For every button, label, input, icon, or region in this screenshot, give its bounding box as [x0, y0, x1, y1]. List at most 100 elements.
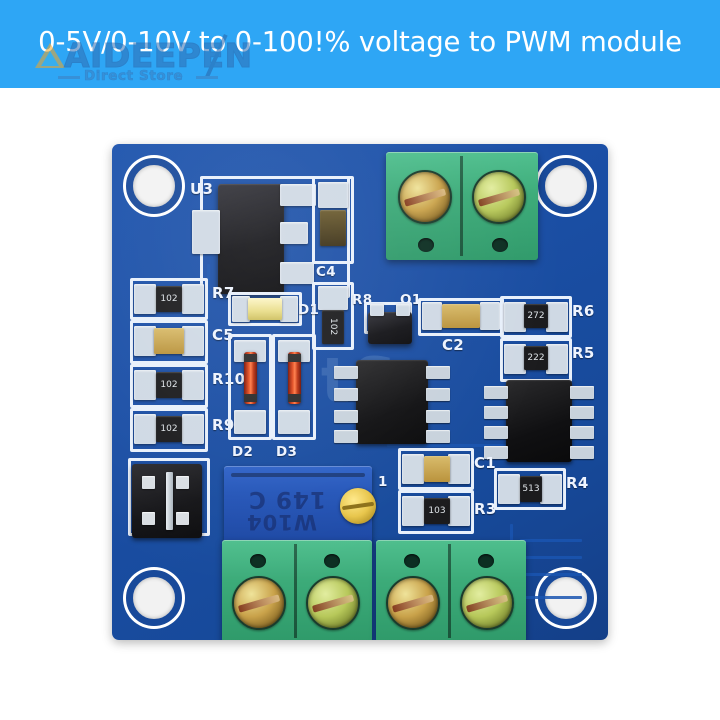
- terminal-screw[interactable]: [398, 170, 452, 224]
- silkscreen-outline-c5: [130, 320, 208, 364]
- terminal-block-input[interactable]: [222, 540, 372, 640]
- terminal-screw[interactable]: [306, 576, 360, 630]
- voltage-regulator-u3: [218, 184, 284, 294]
- resistor-r7: 102: [156, 286, 182, 312]
- logo-dash-left-icon: [58, 76, 80, 79]
- solder-pad: [182, 370, 204, 400]
- solder-pad: [182, 326, 204, 356]
- trimmer-top-groove: [231, 473, 365, 478]
- silkscreen-outline-d2: [228, 334, 272, 440]
- solder-pad: [318, 182, 348, 208]
- solder-pad: [396, 304, 410, 316]
- ic-pin: [570, 426, 594, 439]
- terminal-seam: [294, 544, 297, 638]
- terminal-screw[interactable]: [472, 170, 526, 224]
- solder-pad: [402, 496, 424, 526]
- ic-pin: [334, 430, 358, 443]
- pin-header-block[interactable]: [132, 464, 202, 538]
- trimmer-adjust-screw[interactable]: [340, 488, 376, 524]
- terminal-wire-hole[interactable]: [404, 554, 420, 568]
- resistor-r3: 103: [424, 498, 450, 524]
- pcb-trace: [510, 596, 582, 599]
- solder-pad: [234, 410, 266, 434]
- header-pin[interactable]: [176, 476, 189, 489]
- resistor-r8: 102: [322, 310, 344, 344]
- silkscreen-label-c2: C2: [442, 336, 465, 354]
- screw-slot: [237, 594, 281, 613]
- jumper-cap[interactable]: [166, 472, 173, 530]
- terminal-screw[interactable]: [232, 576, 286, 630]
- ic-pin: [484, 426, 508, 439]
- silkscreen-outline-r8: [312, 282, 354, 350]
- terminal-block-output[interactable]: [386, 152, 538, 260]
- screw-slot: [465, 594, 509, 613]
- terminal-wire-hole[interactable]: [250, 554, 266, 568]
- logo-tagline-text: Direct Store: [84, 68, 184, 85]
- screw-slot: [477, 188, 521, 207]
- screw-slot: [311, 594, 355, 613]
- terminal-wire-hole[interactable]: [324, 554, 340, 568]
- solder-pad: [134, 284, 156, 314]
- ic-pin: [484, 446, 508, 459]
- diode-band: [288, 354, 301, 362]
- header-pin[interactable]: [142, 476, 155, 489]
- diode-band: [288, 394, 301, 402]
- solder-pad: [504, 344, 526, 374]
- product-title-banner: 0-5V/0-10V to 0-100!% voltage to PWM mod…: [0, 0, 720, 88]
- ic-pin: [334, 366, 358, 379]
- ic-pin: [484, 386, 508, 399]
- trimmer-top-marking: 149 C: [248, 486, 326, 512]
- terminal-screw[interactable]: [386, 576, 440, 630]
- led-d1: [248, 298, 282, 320]
- banner-title-text: 0-5V/0-10V to 0-100!% voltage to PWM mod…: [38, 26, 682, 58]
- terminal-wire-hole[interactable]: [478, 554, 494, 568]
- solder-pad: [232, 296, 250, 322]
- capacitor-c2: [442, 304, 480, 328]
- pcb-trace: [387, 444, 507, 447]
- solder-pad: [448, 454, 470, 484]
- screw-slot: [342, 501, 374, 510]
- logo-dash-right-icon: [196, 76, 218, 79]
- silkscreen-outline-r7: [130, 278, 208, 320]
- solder-pad: [318, 286, 348, 310]
- silkscreen-label-r4: R4: [566, 474, 589, 492]
- silkscreen-outline-r9: [130, 408, 208, 452]
- solder-pad: [278, 340, 310, 362]
- silkscreen-label-pin1: 1: [378, 474, 388, 490]
- pcb-trace: [520, 539, 582, 542]
- silkscreen-outline-d1: [228, 292, 302, 326]
- silkscreen-label-c1: C1: [474, 454, 497, 472]
- diode-band: [244, 394, 257, 402]
- terminal-wire-hole[interactable]: [418, 238, 434, 252]
- transistor-q1: [368, 312, 412, 344]
- solder-pad: [280, 222, 308, 244]
- solder-pad: [540, 474, 562, 504]
- silkscreen-label-c4: C4: [316, 264, 336, 280]
- silkscreen-outline-r10: [130, 364, 208, 408]
- ic-pin: [570, 446, 594, 459]
- aideepen-watermark-logo: AIDEEPEN Direct Store: [28, 34, 278, 85]
- solder-pad: [448, 496, 470, 526]
- trimmer-bottom-marking: W104: [246, 510, 317, 534]
- silkscreen-outline-c1: [398, 448, 474, 490]
- ic-pin: [484, 406, 508, 419]
- diode-d3: [288, 352, 301, 404]
- solder-pad: [546, 302, 568, 332]
- terminal-block-pwm-output[interactable]: [376, 540, 526, 640]
- resistor-r4: 513: [520, 476, 542, 502]
- resistor-r10: 102: [156, 372, 182, 398]
- resistor-r9: 102: [156, 416, 182, 442]
- capacitor-c5: [154, 328, 184, 354]
- mounting-hole-top-left: [126, 158, 182, 214]
- silkscreen-label-r5: R5: [572, 344, 595, 362]
- resistor-r6: 272: [524, 304, 548, 328]
- terminal-wire-hole[interactable]: [492, 238, 508, 252]
- terminal-screw[interactable]: [460, 576, 514, 630]
- silkscreen-label-d1: D1: [298, 302, 320, 318]
- header-pin[interactable]: [176, 512, 189, 525]
- header-pin[interactable]: [142, 512, 155, 525]
- screw-slot: [403, 188, 447, 207]
- solder-pad: [546, 344, 568, 374]
- silkscreen-label-r6: R6: [572, 302, 595, 320]
